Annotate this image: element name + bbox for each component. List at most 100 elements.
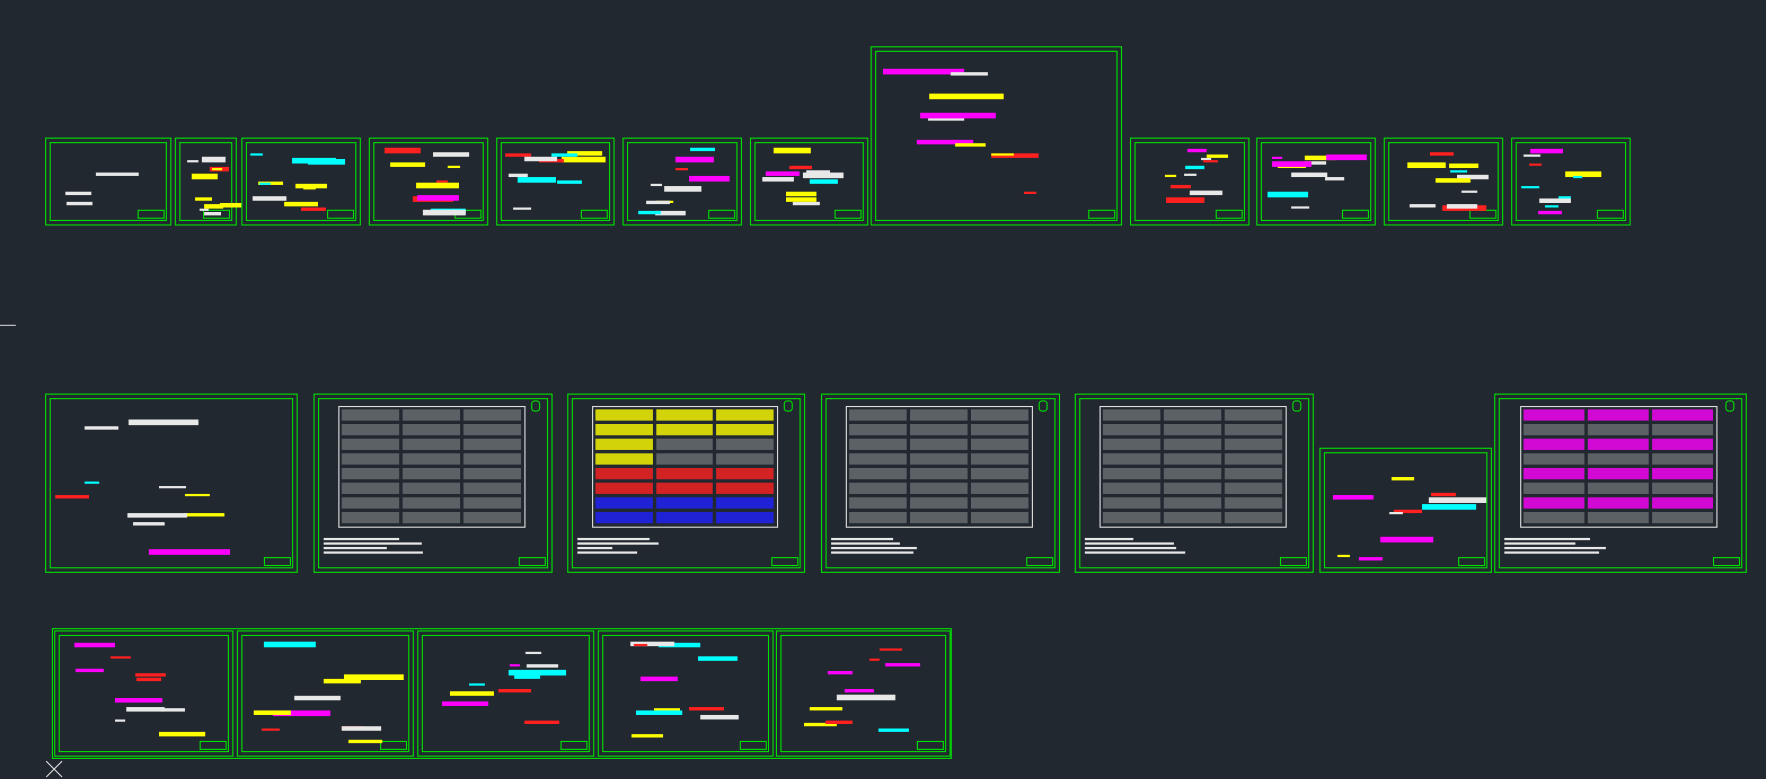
pv-row — [341, 468, 400, 480]
drawing-element — [194, 197, 212, 201]
north-arrow-icon — [1038, 400, 1048, 412]
drawing-element — [640, 676, 678, 682]
drawing-element — [809, 707, 843, 711]
pv-row — [655, 409, 713, 421]
drawing-element — [844, 689, 875, 693]
title-block — [1596, 209, 1624, 219]
note-line — [323, 551, 424, 554]
drawing-sheet-single-line[interactable] — [368, 137, 489, 226]
sheet-border — [1134, 142, 1245, 222]
drawing-element — [273, 710, 331, 716]
drawing-sheet-cover[interactable] — [45, 137, 172, 226]
pv-row — [1588, 468, 1649, 480]
drawing-sheet-single-line[interactable] — [1383, 137, 1504, 226]
drawing-element — [1521, 186, 1540, 189]
pv-row — [716, 453, 774, 465]
drawing-sheet-panel-array[interactable] — [1074, 393, 1314, 573]
drawing-element — [1325, 154, 1367, 161]
drawing-element — [1429, 497, 1487, 503]
drawing-sheet-panel-array-colored[interactable] — [567, 393, 806, 573]
title-block — [202, 209, 231, 219]
drawing-element — [631, 734, 664, 738]
drawing-sheet-panel-array[interactable] — [820, 393, 1061, 573]
drawing-element — [65, 191, 92, 195]
drawing-element — [761, 177, 795, 183]
drawing-element — [562, 157, 606, 163]
sheet-border — [1323, 452, 1488, 569]
pv-row — [716, 512, 774, 524]
north-arrow-icon — [1292, 400, 1302, 412]
drawing-element — [128, 419, 199, 425]
pv-row — [595, 482, 653, 495]
drawing-element — [469, 682, 485, 686]
drawing-element — [773, 148, 812, 154]
drawing-sheet-index-table[interactable] — [174, 137, 242, 226]
drawing-element — [1565, 171, 1602, 177]
drawing-element — [633, 643, 647, 647]
note-line — [831, 542, 900, 545]
drawing-element — [675, 156, 715, 162]
drawing-sheet-table[interactable] — [1256, 137, 1376, 226]
pv-row — [716, 497, 774, 509]
drawing-sheet-panel-schedule[interactable] — [622, 137, 743, 226]
drawing-sheet-notes[interactable] — [241, 137, 361, 226]
pv-row — [1523, 482, 1585, 495]
title-block — [380, 740, 408, 750]
drawing-element — [1407, 162, 1446, 169]
drawing-element — [111, 656, 131, 659]
drawing-element — [291, 157, 336, 164]
drawing-sheet-details[interactable] — [54, 630, 234, 757]
title-block — [518, 557, 546, 567]
drawing-sheet-panel-array-magenta[interactable] — [1494, 393, 1747, 573]
pv-row — [1523, 497, 1585, 509]
drawing-element — [115, 697, 163, 703]
drawing-element — [885, 663, 920, 667]
drawing-sheet-details[interactable] — [775, 630, 951, 757]
drawing-sheet-details[interactable] — [236, 630, 414, 757]
pv-row — [970, 453, 1028, 465]
drawing-sheet-single-line[interactable] — [496, 137, 615, 226]
drawing-element — [650, 183, 663, 186]
drawing-element — [793, 202, 820, 206]
drawing-sheet-system-diagram[interactable] — [45, 393, 298, 573]
pv-row — [910, 453, 968, 465]
pv-row — [463, 482, 521, 495]
pv-row — [341, 512, 400, 524]
pv-row — [910, 512, 968, 524]
drawing-element — [1291, 172, 1327, 178]
title-block — [263, 557, 291, 567]
drawing-sheet-details[interactable] — [417, 630, 595, 757]
drawing-element — [878, 728, 909, 733]
title-block — [1469, 209, 1497, 219]
pv-row — [970, 497, 1028, 509]
drawing-sheet-panel-array[interactable] — [313, 393, 553, 573]
drawing-element — [1272, 156, 1283, 160]
drawing-sheet-notes[interactable] — [1319, 447, 1492, 573]
drawing-element — [1558, 196, 1571, 199]
drawing-element — [567, 151, 602, 156]
title-block — [560, 740, 588, 750]
axis-tick — [0, 324, 16, 326]
note-line — [831, 547, 917, 550]
drawing-element — [951, 72, 988, 76]
drawing-element — [868, 659, 880, 662]
drawing-element — [1391, 476, 1415, 481]
sheet-border — [49, 398, 294, 569]
drawing-element — [161, 707, 186, 712]
ucs-cursor-icon — [45, 760, 63, 778]
drawing-sheet-table[interactable] — [1129, 137, 1250, 226]
drawing-element — [658, 642, 701, 648]
drawing-sheet-panel-schedule[interactable] — [749, 137, 869, 226]
drawing-sheet-detail[interactable] — [1511, 137, 1631, 226]
drawing-sheet-details[interactable] — [597, 630, 774, 757]
title-block — [327, 209, 355, 219]
drawing-sheet-system-diagram[interactable] — [870, 46, 1123, 226]
drawing-element — [159, 731, 206, 737]
drawing-element — [689, 147, 716, 152]
drawing-element — [1206, 154, 1229, 158]
pv-row — [655, 482, 713, 495]
pv-row — [970, 409, 1028, 421]
drawing-element — [1529, 163, 1542, 167]
pv-row — [1588, 512, 1649, 524]
